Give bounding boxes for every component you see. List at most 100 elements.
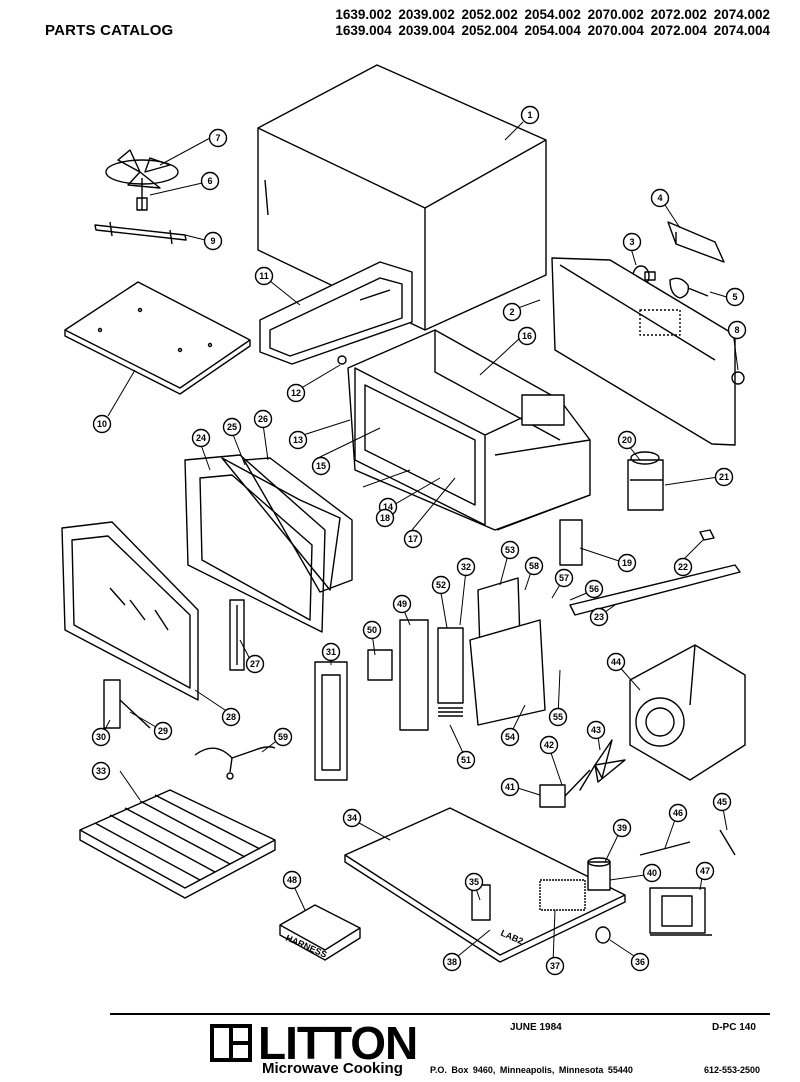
model-numbers: 1639.002 2039.002 2052.002 2054.002 2070…	[335, 7, 770, 39]
part-lamp-socket	[669, 277, 709, 299]
company-phone: 612-553-2500	[704, 1065, 761, 1075]
part-door-frame	[184, 454, 353, 633]
callout-25: 25	[222, 417, 242, 437]
part-control-board	[367, 619, 464, 731]
callout-circle	[502, 302, 522, 322]
callout-33: 33	[91, 761, 111, 781]
callout-circle	[695, 861, 715, 881]
part-magnetron	[627, 451, 664, 511]
callout-54: 54	[500, 727, 520, 747]
callout-number: 59	[278, 732, 288, 742]
callout-circle	[91, 727, 111, 747]
document-number: D-PC 140	[712, 1022, 756, 1033]
callout-number: 51	[461, 755, 471, 765]
footer-divider	[110, 1013, 770, 1015]
callout-40: 40	[642, 863, 662, 883]
callout-number: 2	[509, 307, 514, 317]
callout-circle	[500, 727, 520, 747]
callout-27: 27	[245, 654, 265, 674]
callout-number: 29	[158, 726, 168, 736]
callout-56: 56	[584, 579, 604, 599]
callout-circle	[282, 870, 302, 890]
callout-number: 37	[550, 961, 560, 971]
callout-number: 25	[227, 422, 237, 432]
callout-number: 30	[96, 732, 106, 742]
callout-number: 12	[291, 388, 301, 398]
callout-number: 41	[505, 782, 515, 792]
callout-number: 49	[397, 599, 407, 609]
callout-circle	[642, 863, 662, 883]
callout-circle	[311, 456, 331, 476]
callout-2: 2	[502, 302, 522, 322]
callout-number: 23	[594, 612, 604, 622]
callout-28: 28	[221, 707, 241, 727]
callout-circle	[617, 430, 637, 450]
part-choke-frame	[259, 261, 413, 365]
callout-circle	[321, 642, 341, 662]
callout-43: 43	[586, 720, 606, 740]
callout-number: 35	[469, 877, 479, 887]
callout-circle	[286, 383, 306, 403]
callout-circle	[431, 575, 451, 595]
callout-number: 39	[617, 823, 627, 833]
callout-number: 17	[408, 534, 418, 544]
callout-45: 45	[712, 792, 732, 812]
callout-3: 3	[622, 232, 642, 252]
part-harness	[279, 904, 361, 961]
callout-55: 55	[548, 707, 568, 727]
part-relay	[559, 519, 583, 566]
litton-logo-icon	[210, 1024, 252, 1062]
callout-number: 11	[259, 271, 269, 281]
part-thermal-cable	[194, 746, 276, 780]
callout-47: 47	[695, 861, 715, 881]
callout-number: 33	[96, 766, 106, 776]
callout-38: 38	[442, 952, 462, 972]
callout-number: 4	[657, 193, 662, 203]
callout-circle	[668, 803, 688, 823]
callout-44: 44	[606, 652, 626, 672]
callout-number: 31	[326, 647, 336, 657]
callout-number: 18	[380, 513, 390, 523]
callout-circle	[203, 231, 223, 251]
callout-number: 24	[196, 433, 206, 443]
model-numbers-line-2: 1639.004 2039.004 2052.004 2054.004 2070…	[335, 23, 770, 38]
part-shelf-rack	[79, 789, 276, 899]
callout-21: 21	[714, 467, 734, 487]
callout-52: 52	[431, 575, 451, 595]
part-door-panel	[61, 521, 199, 701]
part-door-latch	[229, 599, 245, 671]
callout-number: 22	[678, 562, 688, 572]
part-connector-22	[699, 529, 715, 541]
callout-30: 30	[91, 727, 111, 747]
callout-circle	[392, 594, 412, 614]
callout-number: 28	[226, 712, 236, 722]
callout-number: 16	[522, 331, 532, 341]
model-numbers-line-1: 1639.002 2039.002 2052.002 2054.002 2070…	[335, 7, 770, 22]
callout-number: 54	[505, 732, 515, 742]
callout-circle	[673, 557, 693, 577]
callout-circle	[208, 128, 228, 148]
publication-date: JUNE 1984	[510, 1022, 562, 1033]
callout-48: 48	[282, 870, 302, 890]
callout-circle	[253, 409, 273, 429]
callout-29: 29	[153, 721, 173, 741]
part-stirrer-fan	[94, 149, 187, 245]
callout-circle	[375, 508, 395, 528]
callout-23: 23	[589, 607, 609, 627]
callout-circle	[714, 467, 734, 487]
callout-circle	[712, 792, 732, 812]
callout-circle	[548, 707, 568, 727]
callout-20: 20	[617, 430, 637, 450]
callout-number: 38	[447, 957, 457, 967]
part-fuse-38	[595, 926, 611, 944]
callout-circle	[524, 556, 544, 576]
callout-circle	[630, 952, 650, 972]
callout-circle	[456, 750, 476, 770]
callout-number: 8	[734, 325, 739, 335]
page-title: PARTS CATALOG	[45, 22, 174, 39]
callout-circle	[362, 620, 382, 640]
part-transformer	[649, 887, 712, 936]
callout-34: 34	[342, 808, 362, 828]
part-wave-guide-cover	[64, 281, 251, 395]
callout-circle	[622, 232, 642, 252]
